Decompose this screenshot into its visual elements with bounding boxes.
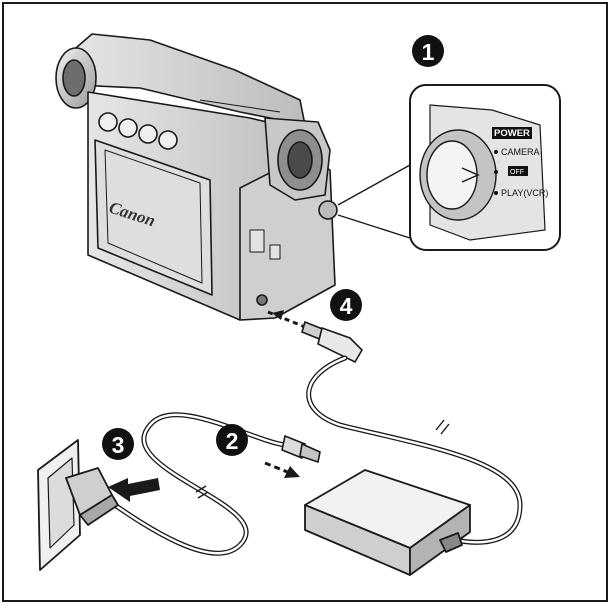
dc-plug [301, 320, 364, 364]
camera-button [118, 118, 138, 138]
ac-adapter [304, 469, 471, 576]
camera-button [158, 130, 178, 150]
step-badge-1: 1 [412, 35, 444, 67]
inset-leader-lines [337, 164, 411, 239]
arrow-to-outlet [108, 478, 160, 502]
step-badge-3: 3 [102, 428, 134, 460]
ac-cord-connector [281, 434, 321, 464]
power-switch-title: POWER [494, 128, 530, 139]
wall-outlet [37, 439, 119, 571]
camera-button [138, 124, 158, 144]
power-switch-knob [426, 140, 478, 210]
power-dial [318, 200, 338, 220]
arrow-head-adapter [284, 466, 300, 478]
lcd-panel [94, 139, 213, 296]
step-badge-2: 2 [216, 424, 248, 456]
camcorder [55, 33, 338, 321]
step-badge-4: 4 [330, 289, 362, 321]
camera-button [98, 112, 118, 132]
mode-label-camera: CAMERA [501, 147, 540, 157]
dc-plug-arrow [267, 310, 306, 329]
arrow-to-adapter [264, 461, 291, 475]
mode-label-play: PLAY(VCR) [501, 188, 548, 198]
svg-text:1: 1 [422, 39, 435, 65]
cable-break-marks [195, 419, 450, 499]
power-switch-inset [409, 84, 561, 251]
svg-text:4: 4 [340, 293, 353, 319]
svg-text:3: 3 [112, 432, 125, 458]
mode-label-off: OFF [510, 169, 524, 176]
dc-in-terminal [256, 294, 268, 306]
svg-text:2: 2 [226, 428, 239, 454]
